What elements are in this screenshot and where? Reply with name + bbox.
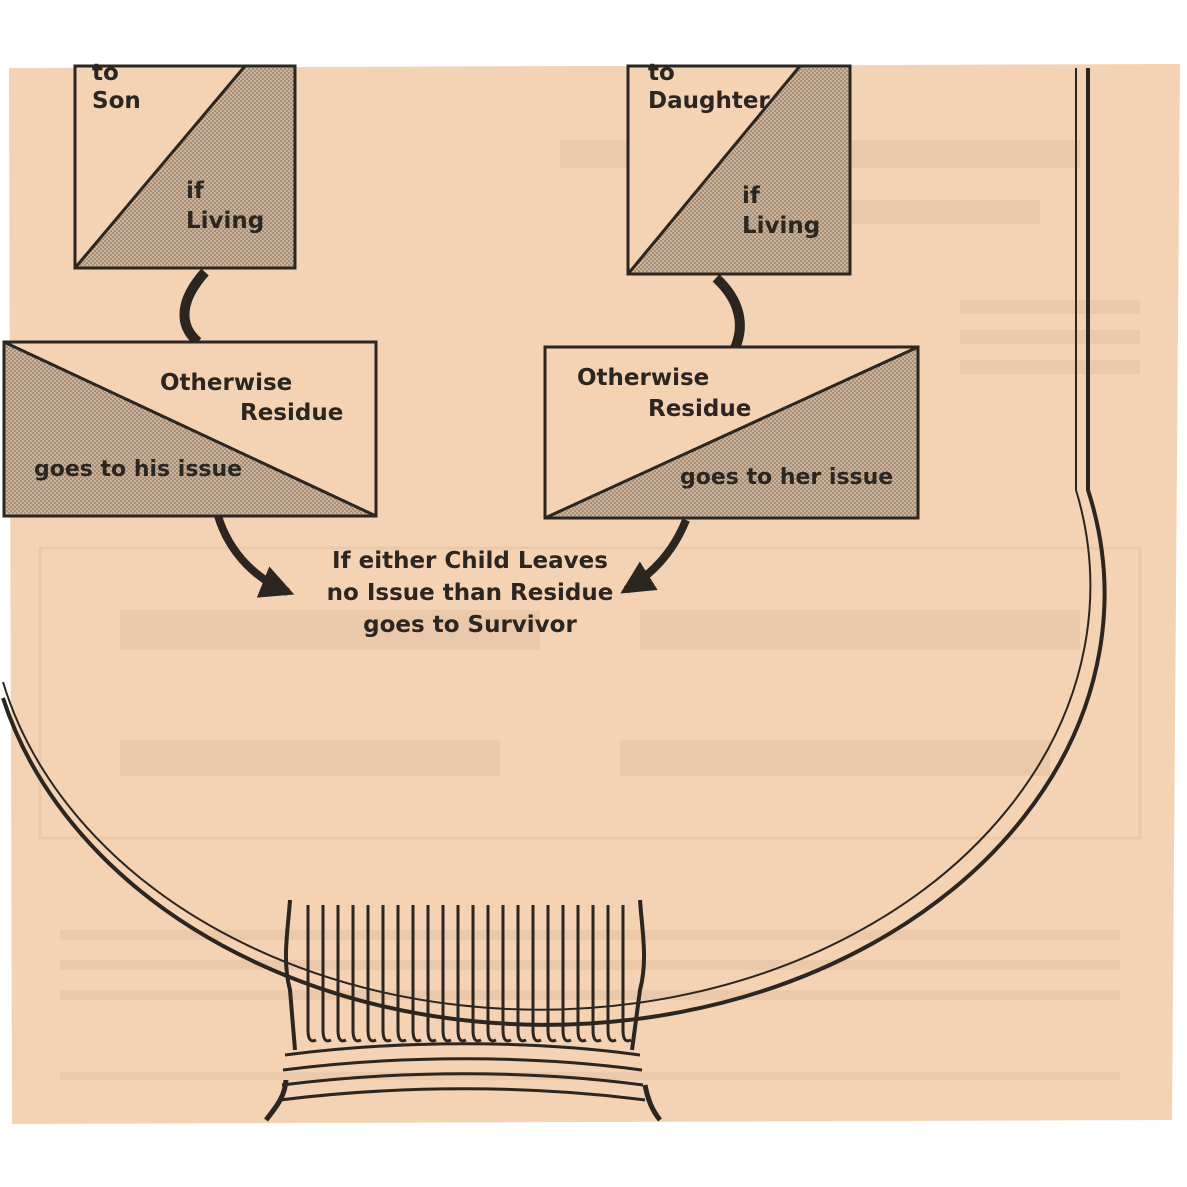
stem-rib-line [621,905,632,1043]
daughter-otherwise-label: Otherwise [577,365,709,391]
stem-rib-line [456,905,467,1043]
daughter-otherwise-box: Otherwise Residue goes to her issue [543,345,920,520]
inner-loop-outline [2,68,1092,1011]
stem-rib-line [516,905,527,1043]
survivor-note-line1: If either Child Leaves [332,548,608,574]
stem-rib-line [336,905,347,1043]
daughter-box-to: to [648,60,675,86]
stem-rib-line [591,905,602,1043]
stem-rib-line [561,905,572,1043]
son-box-if: if [186,178,205,204]
bleed-through-print [38,140,1142,1080]
stem-rib-line [306,905,317,1043]
daughter-to-survivor-arrow [620,518,690,594]
son-box-living: Living [186,208,264,234]
stem-rib-line [606,905,617,1043]
son-box: to Son if Living [73,60,297,270]
stem-rib-line [501,905,512,1043]
stem-rib-line [321,905,332,1043]
stem-rib-line [531,905,542,1043]
daughter-box-if: if [742,183,761,209]
survivor-note-line3: goes to Survivor [363,612,577,638]
stem-rib-line [426,905,437,1043]
stem-rib-line [411,905,422,1043]
survivor-note-line2: no Issue than Residue [327,580,614,606]
stem-rib-line [366,905,377,1043]
stem-rib-line [486,905,497,1043]
outer-loop-outline [1,68,1107,1027]
stem-rib-line [576,905,587,1043]
son-to-survivor-arrow [214,514,295,598]
daughter-issue-label: goes to her issue [680,465,893,490]
daughter-box-living: Living [742,213,820,239]
survivor-note: If either Child Leaves no Issue than Res… [327,548,614,638]
son-box-to: to [92,60,119,86]
son-issue-label: goes to his issue [34,457,242,482]
son-otherwise-label: Otherwise [160,370,292,396]
son-box-son: Son [92,88,141,114]
son-continuation-arrow [179,268,209,346]
daughter-continuation-arrow [712,274,745,350]
stem-rib-line [351,905,362,1043]
daughter-box: to Daughter if Living [626,60,852,276]
daughter-residue-label: Residue [648,396,751,422]
stem-rib-line [396,905,407,1043]
stem-rib-line [381,905,392,1043]
daughter-box-daughter: Daughter [648,88,770,114]
base-stem [264,899,662,1122]
son-residue-label: Residue [240,400,343,426]
son-otherwise-box: Otherwise Residue goes to his issue [2,340,378,518]
stem-rib-line [546,905,557,1043]
stem-rib-line [441,905,452,1043]
stem-rib-line [471,905,482,1043]
paper-clipping [9,64,1180,1124]
